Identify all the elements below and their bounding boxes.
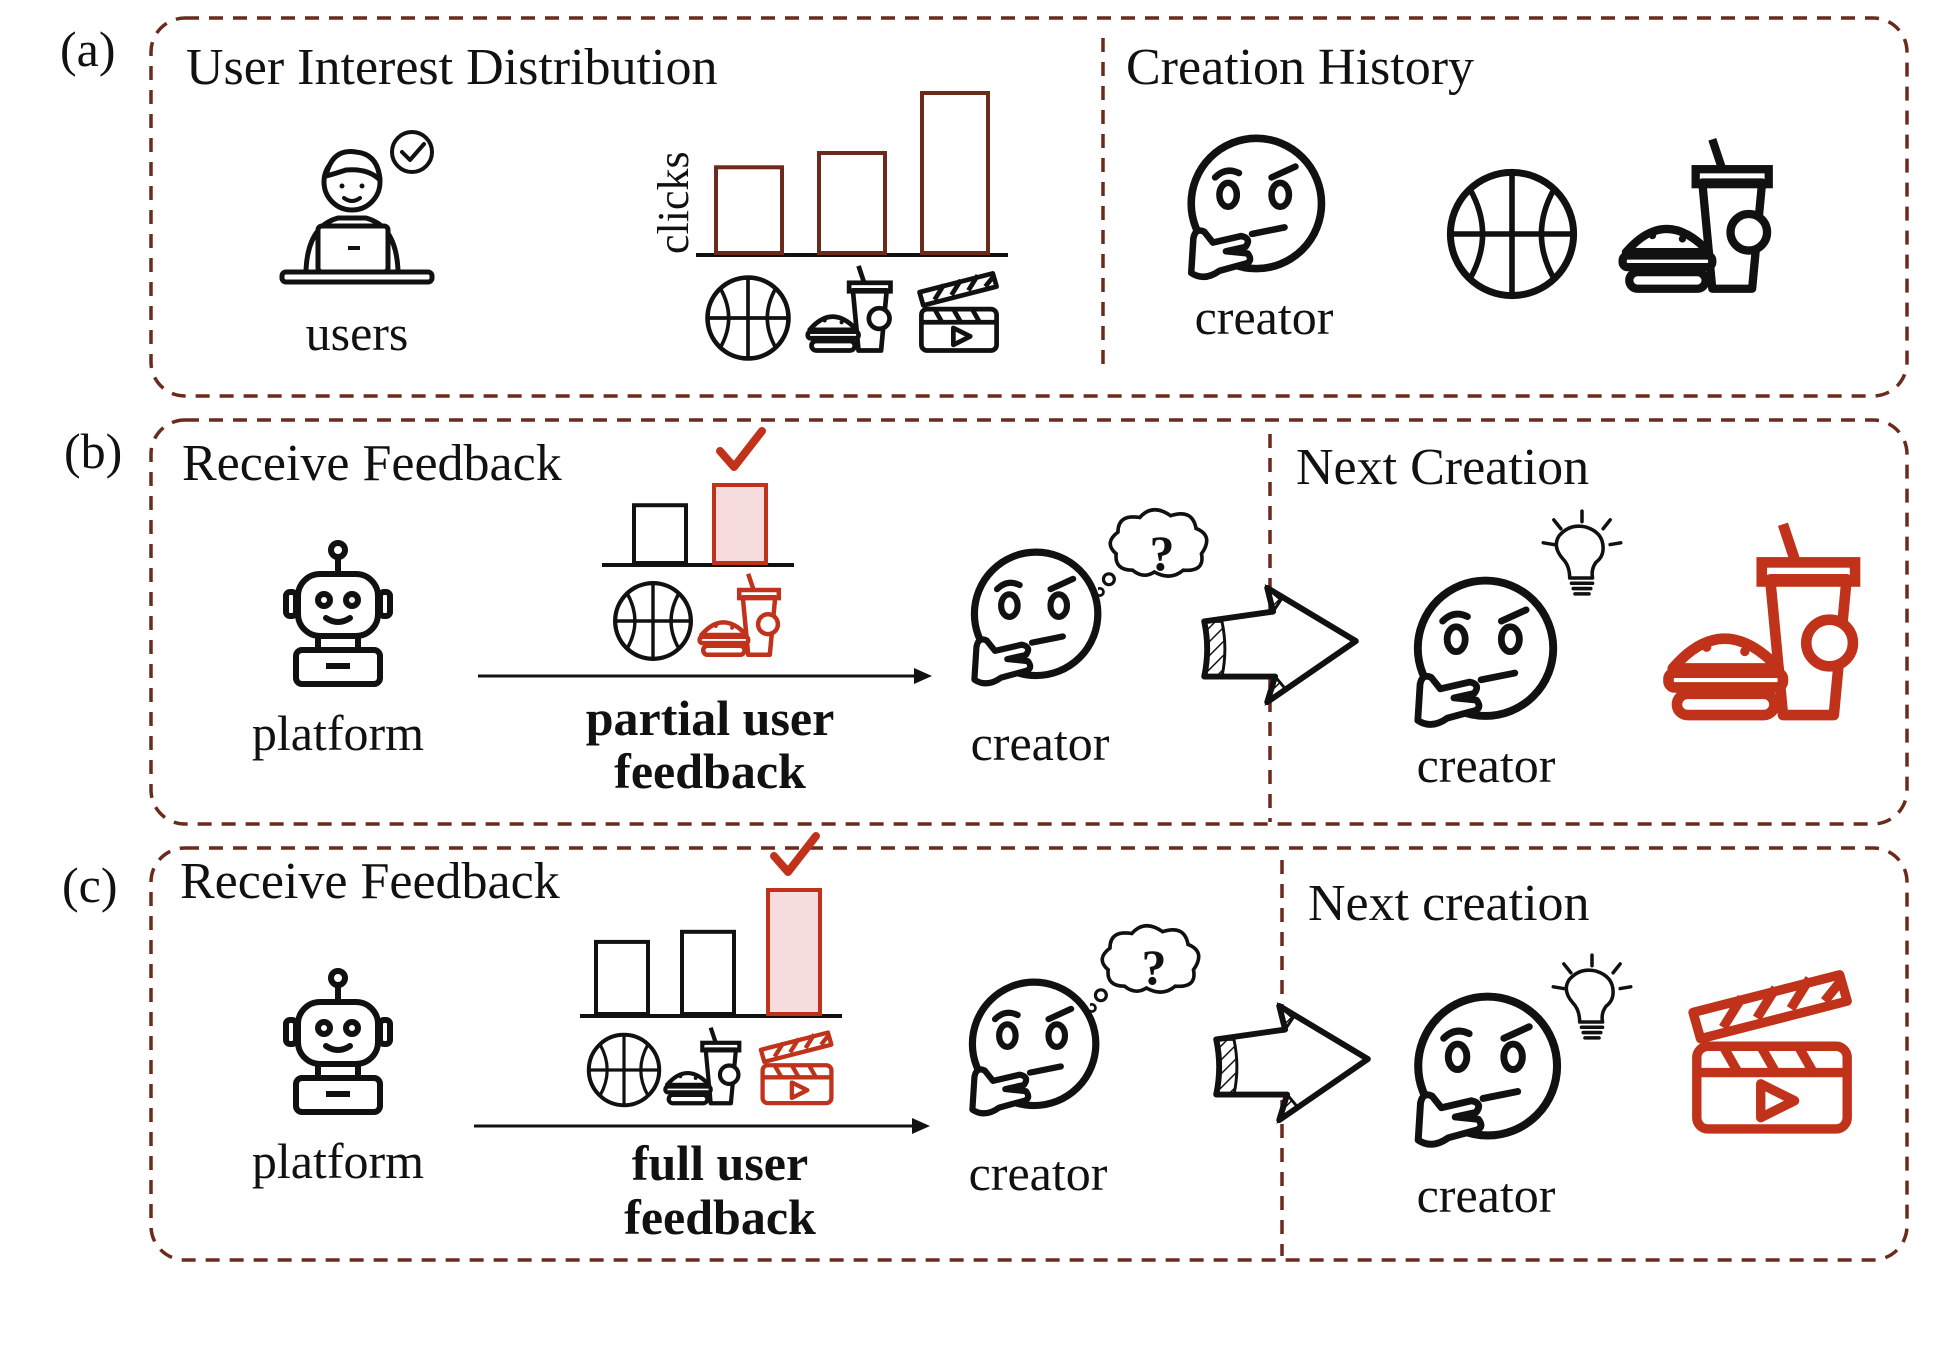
feedback-bar-fastfood xyxy=(680,929,736,1017)
basketball-icon xyxy=(708,278,789,359)
full-feedback-chart xyxy=(580,832,842,1108)
next-creator-label: creator xyxy=(1417,737,1556,793)
feedback-bar-fastfood-selected xyxy=(712,483,768,565)
partial-feedback-chart xyxy=(602,427,794,659)
question-mark: ? xyxy=(1142,939,1167,995)
full-feedback-label-line1: full user xyxy=(632,1135,808,1191)
panel-a: (a) User Interest Distribution users cli… xyxy=(60,16,1909,398)
question-mark: ? xyxy=(1150,525,1175,581)
clapperboard-icon xyxy=(761,1033,832,1104)
clicks-bar-fastfood xyxy=(817,151,887,255)
creator-thinking-face-icon xyxy=(1418,997,1557,1145)
click-distribution-chart: clicks xyxy=(649,91,1008,359)
next-creation-fastfood-icon xyxy=(1668,524,1855,715)
fastfood-icon xyxy=(665,1028,739,1104)
panel-b-label: (b) xyxy=(64,423,122,479)
basketball-icon xyxy=(615,583,691,659)
clicks-bar-basketball xyxy=(714,165,784,256)
next-step-arrow-icon xyxy=(1216,1006,1368,1120)
clapperboard-icon xyxy=(920,273,997,350)
partial-feedback-label-line2: feedback xyxy=(614,743,806,799)
platform-robot-icon xyxy=(286,543,390,684)
users-label: users xyxy=(306,305,409,361)
lightbulb-idea-icon xyxy=(1541,509,1623,596)
creator-thinking-face-icon xyxy=(972,982,1095,1113)
next-creator-label: creator xyxy=(1417,1167,1556,1223)
history-fastfood-icon xyxy=(1623,139,1769,288)
clicks-bar-clapperboard xyxy=(920,91,990,255)
feedback-bar-basketball xyxy=(632,503,688,566)
basketball-icon xyxy=(586,1032,662,1108)
panel-b-frame xyxy=(149,418,1909,826)
panel-b-right-title: Next Creation xyxy=(1296,439,1589,496)
panel-c-label: (c) xyxy=(62,857,118,913)
user-at-laptop-icon xyxy=(282,132,432,282)
panel-b-left-title: Receive Feedback xyxy=(182,435,562,492)
creator-label: creator xyxy=(969,1145,1108,1201)
clicks-axis-label: clicks xyxy=(649,151,698,254)
panel-a-right-title: Creation History xyxy=(1126,39,1474,96)
panel-c-right-title: Next creation xyxy=(1308,875,1590,932)
panel-a-frame xyxy=(149,16,1909,398)
platform-label: platform xyxy=(252,705,424,761)
lightbulb-idea-icon xyxy=(1551,953,1633,1040)
panel-b: (b) Receive Feedback platform partial us… xyxy=(64,418,1909,826)
next-creation-clapperboard-icon xyxy=(1693,975,1847,1129)
history-basketball-icon xyxy=(1450,172,1573,295)
panel-a-label: (a) xyxy=(60,21,116,77)
full-feedback-label-line2: feedback xyxy=(624,1189,816,1245)
fastfood-icon xyxy=(700,574,779,655)
creator-label: creator xyxy=(1195,289,1334,345)
next-step-arrow-icon xyxy=(1204,588,1356,702)
panel-c-frame xyxy=(149,846,1909,1262)
selected-checkmark-icon xyxy=(716,427,766,471)
feedback-flow-arrowhead xyxy=(912,1118,930,1134)
creator-thinking-face-icon xyxy=(974,552,1097,683)
creator-label: creator xyxy=(971,715,1110,771)
feedback-bar-clapperboard-selected xyxy=(766,888,822,1016)
partial-feedback-label-line1: partial user xyxy=(586,690,835,746)
platform-robot-icon xyxy=(286,971,390,1112)
selected-checkmark-icon xyxy=(770,832,820,876)
platform-label: platform xyxy=(252,1133,424,1189)
panel-c: (c) Receive Feedback platform full user … xyxy=(62,832,1909,1262)
creator-thinking-face-icon xyxy=(1418,581,1553,725)
feedback-flow-arrowhead xyxy=(914,668,932,684)
feedback-bar-basketball xyxy=(594,939,650,1017)
fastfood-icon xyxy=(808,266,891,351)
creator-thinking-face-icon xyxy=(1191,138,1321,276)
panel-a-left-title: User Interest Distribution xyxy=(186,39,717,96)
panel-c-left-title: Receive Feedback xyxy=(180,853,560,910)
